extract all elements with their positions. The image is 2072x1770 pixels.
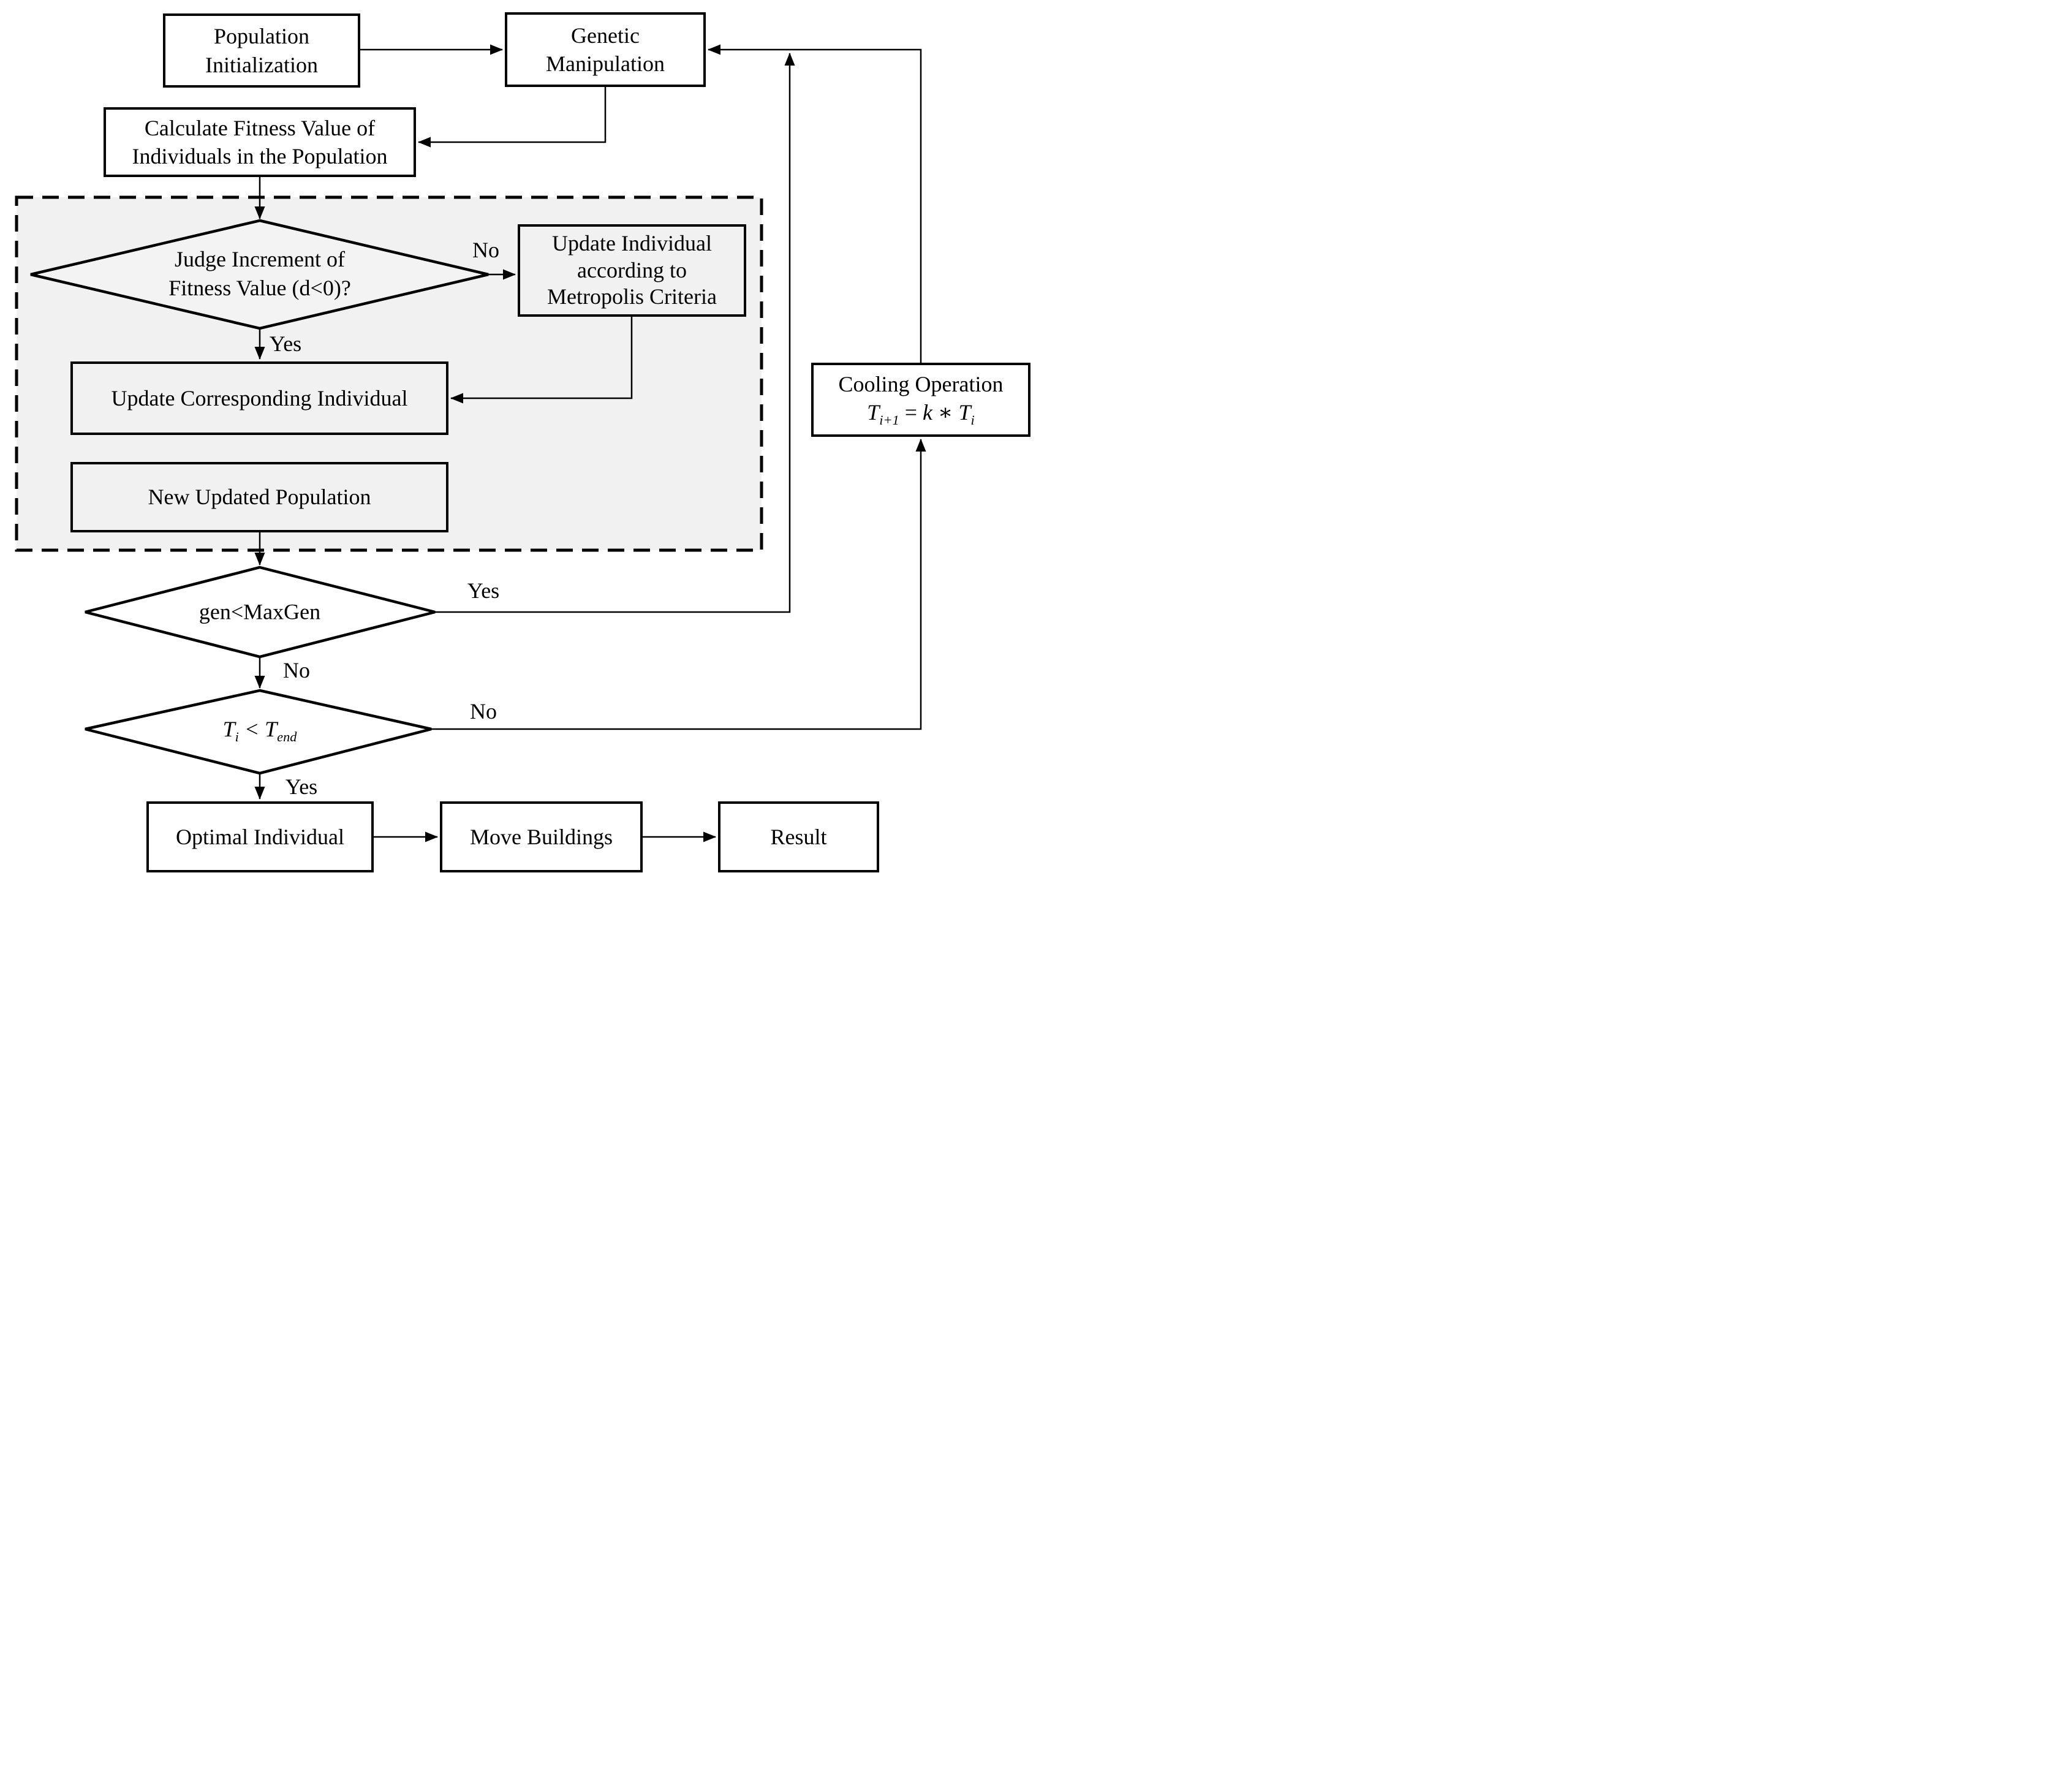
result-label: Result xyxy=(770,824,827,849)
temperature-check-op: < xyxy=(238,716,265,741)
update-metropolis-label-line3: Metropolis Criteria xyxy=(547,284,717,309)
edge-label-gen-no: No xyxy=(283,657,310,683)
temperature-check-t2: T xyxy=(265,716,278,741)
update-corresponding-label: Update Corresponding Individual xyxy=(111,385,408,410)
cooling-formula-sub2: i xyxy=(970,412,975,428)
population-initialization-label-line2: Initialization xyxy=(205,52,318,77)
temp-yes-text: Yes xyxy=(285,774,318,799)
flowchart-canvas: Population Initialization Genetic Manipu… xyxy=(0,0,1036,885)
edge-label-temp-no: No xyxy=(470,698,497,724)
edge-label-judge-yes: Yes xyxy=(270,331,301,357)
genetic-manipulation-box: Genetic Manipulation xyxy=(505,12,706,87)
gen-yes-text: Yes xyxy=(467,578,500,603)
edge-label-gen-yes: Yes xyxy=(467,578,499,603)
update-metropolis-box: Update Individual according to Metropoli… xyxy=(518,224,746,317)
cooling-operation-box: Cooling Operation Ti+1 = k ∗ Ti xyxy=(811,363,1030,437)
cooling-formula-ast: ∗ xyxy=(932,400,959,425)
update-metropolis-label-line1: Update Individual xyxy=(552,230,712,255)
temperature-check-sub2: end xyxy=(277,729,297,745)
temp-no-text: No xyxy=(470,699,497,724)
result-box: Result xyxy=(718,801,879,872)
new-updated-population-box: New Updated Population xyxy=(70,462,448,532)
update-corresponding-box: Update Corresponding Individual xyxy=(70,361,448,435)
cooling-formula-eq: = xyxy=(899,400,923,425)
cooling-formula-t1: T xyxy=(867,400,880,425)
judge-yes-text: Yes xyxy=(269,331,302,356)
update-metropolis-label-line2: according to xyxy=(577,257,687,282)
judge-increment-label-line2: Fitness Value (d<0)? xyxy=(168,276,351,300)
judge-increment-label-line1: Judge Increment of xyxy=(175,247,345,272)
edge-label-temp-yes: Yes xyxy=(285,774,317,800)
gen-maxgen-label: gen<MaxGen xyxy=(199,598,320,627)
calculate-fitness-label-line2: Individuals in the Population xyxy=(132,144,388,168)
new-updated-population-label: New Updated Population xyxy=(148,485,371,510)
edge-metropolis-to-update-corresponding xyxy=(450,317,633,404)
cooling-operation-label-line1: Cooling Operation xyxy=(838,372,1004,397)
optimal-individual-label: Optimal Individual xyxy=(176,824,344,849)
optimal-individual-box: Optimal Individual xyxy=(146,801,374,872)
edge-temperature-no-to-cooling xyxy=(431,439,926,730)
genetic-manipulation-label-line1: Genetic xyxy=(571,23,640,48)
move-buildings-label: Move Buildings xyxy=(469,824,613,849)
gen-maxgen-label-text: gen<MaxGen xyxy=(199,599,321,624)
temperature-check-t1: T xyxy=(222,716,235,741)
judge-no-text: No xyxy=(472,238,499,262)
edge-gen-maxgen-yes-loop xyxy=(435,53,795,613)
population-initialization-box: Population Initialization xyxy=(163,13,360,88)
cooling-formula-t2: T xyxy=(958,400,971,425)
cooling-formula-sub1: i+1 xyxy=(879,412,899,428)
cooling-operation-formula: Ti+1 = k ∗ Ti xyxy=(867,398,974,429)
move-buildings-box: Move Buildings xyxy=(440,801,643,872)
genetic-manipulation-label-line2: Manipulation xyxy=(546,51,665,76)
calculate-fitness-box: Calculate Fitness Value of Individuals i… xyxy=(104,107,416,177)
judge-increment-label: Judge Increment of Fitness Value (d<0)? xyxy=(168,245,351,303)
temperature-check-label: Ti < Tend xyxy=(223,715,297,746)
temperature-check-sub1: i xyxy=(235,729,239,745)
edge-label-judge-no: No xyxy=(472,237,499,263)
calculate-fitness-label-line1: Calculate Fitness Value of xyxy=(144,115,376,140)
cooling-formula-k: k xyxy=(923,400,933,425)
gen-no-text: No xyxy=(283,658,310,683)
population-initialization-label-line1: Population xyxy=(213,24,309,49)
edge-genetic-to-calc-fitness xyxy=(418,87,607,148)
edge-cooling-to-genetic xyxy=(708,44,922,363)
